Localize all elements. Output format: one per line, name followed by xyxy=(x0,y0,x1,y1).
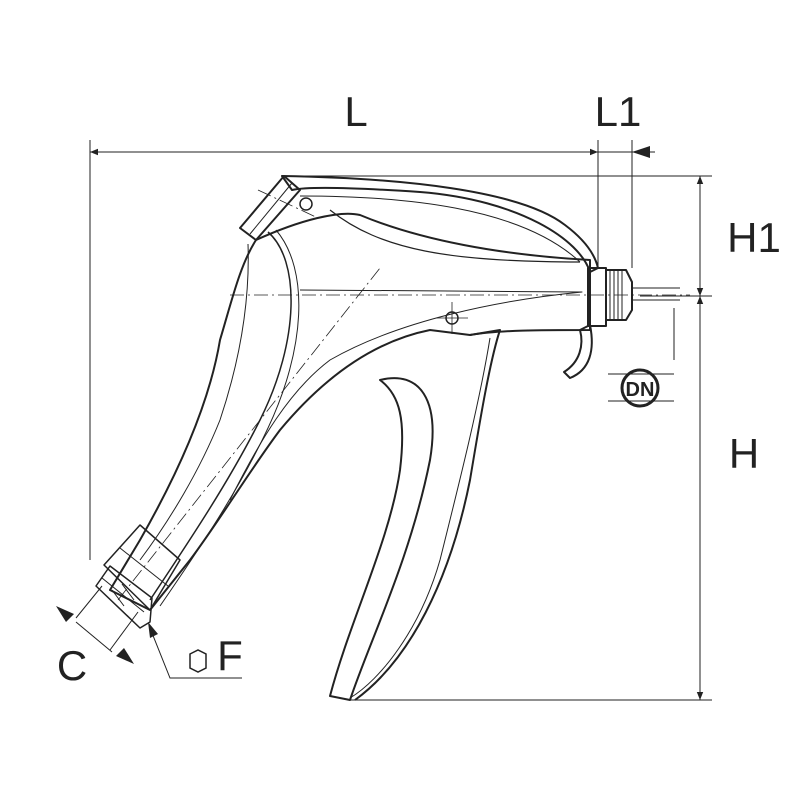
dim-label-h1: H1 xyxy=(727,214,781,261)
dn-circle xyxy=(620,368,660,408)
inlet-hex xyxy=(95,565,153,629)
dim-label-h: H xyxy=(729,430,759,477)
center-lines xyxy=(117,189,690,601)
dim-label-c: C xyxy=(57,642,87,689)
handle-rear-curve xyxy=(139,243,249,561)
dn-badge: DN xyxy=(620,368,660,408)
body-taper xyxy=(229,289,583,501)
handle-front-curve-2 xyxy=(159,229,300,607)
body-swoosh xyxy=(329,209,581,263)
dimension-lines xyxy=(56,140,712,701)
trigger-lever-inner xyxy=(299,195,581,263)
upper-body xyxy=(109,212,591,611)
dim-c-ext-2 xyxy=(109,611,139,651)
dim-c-line xyxy=(75,621,113,653)
pivot-pin-top xyxy=(299,197,313,211)
dim-label-l: L xyxy=(344,88,367,135)
trigger-hook xyxy=(563,324,593,379)
dim-label-f: F xyxy=(217,632,243,679)
f-leader xyxy=(149,627,242,679)
inlet-ferrule xyxy=(103,524,181,611)
handle-front-curve xyxy=(149,231,292,601)
dim-label-l1: L1 xyxy=(595,88,642,135)
grip-handle-inner xyxy=(349,337,491,699)
hexagon-icon xyxy=(189,649,207,673)
axis-diagonal xyxy=(117,267,381,601)
grip-handle xyxy=(329,377,434,701)
dn-label: DN xyxy=(626,379,655,401)
dim-c-ext-1 xyxy=(75,585,103,619)
grip-handle-rear xyxy=(354,329,501,701)
head-cap xyxy=(239,175,301,241)
outlet-nut xyxy=(605,269,633,321)
gun-body xyxy=(95,175,680,701)
